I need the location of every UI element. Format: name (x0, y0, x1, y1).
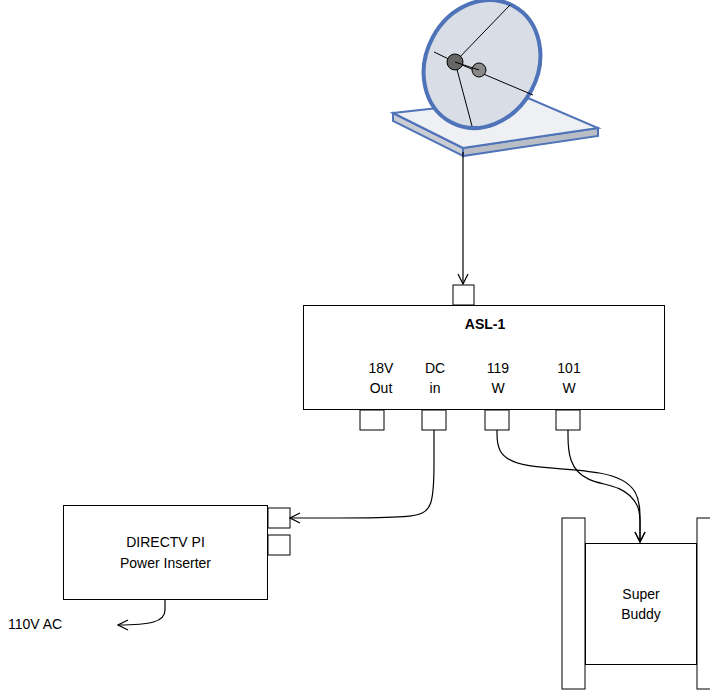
power-inserter-box: DIRECTV PI Power Inserter (63, 505, 268, 600)
power-cord (118, 600, 165, 625)
coax-cable (497, 430, 640, 542)
node-text: DIRECTV PI Power Inserter (110, 532, 222, 573)
feed-cable (462, 152, 463, 284)
port-label: DC in (425, 358, 445, 399)
coax-cable (568, 430, 640, 542)
node-text: Super Buddy (621, 584, 661, 625)
multiswitch-box: Super Buddy (585, 543, 697, 665)
port-label: 18V Out (369, 358, 394, 399)
inserter-ports (268, 508, 290, 555)
satellite-dish (402, 0, 563, 149)
port-label: 101 W (557, 358, 580, 399)
splitter-box: ASL-1 18V Out DC in 119 W 101 W (303, 305, 665, 410)
power-label: 110V AC (8, 616, 62, 633)
device-title: ASL-1 (465, 314, 505, 334)
port-label: 119 W (487, 358, 509, 399)
coax-cable (290, 430, 434, 518)
switch-flanges (562, 518, 710, 689)
